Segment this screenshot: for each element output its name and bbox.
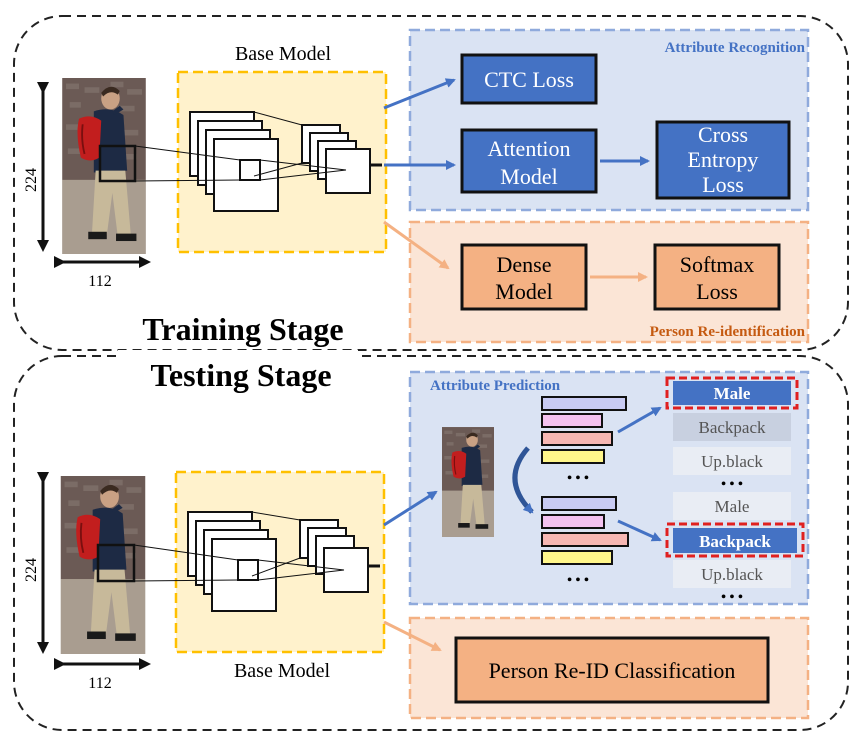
reid-panel-label: Person Re-identification: [650, 324, 806, 340]
arrow-to-reid-classification: [383, 620, 442, 652]
list2-upblack-label: Up.black: [701, 565, 763, 584]
attribute-bars-bottom: [541, 496, 629, 565]
list1-upblack-label: Up.black: [701, 452, 763, 471]
list2-backpack-box: [673, 528, 797, 553]
list1-backpack-box: [673, 413, 791, 441]
list2-backpack-highlight: [665, 522, 805, 558]
base-model-label: Base Model: [235, 43, 332, 65]
projection-lines-test: [133, 511, 345, 582]
ellipsis-bottom: • • •: [567, 573, 589, 588]
attribute-prediction-label: Attribute Prediction: [430, 378, 561, 394]
list1-upblack-box: [673, 447, 791, 475]
training-stage-label: Training Stage: [142, 311, 343, 347]
training-stage-frame: [13, 15, 849, 351]
receptive-field-box-test: [96, 543, 136, 583]
feature-maps-stack-test: [187, 511, 369, 612]
feature-maps-stack: [189, 111, 371, 212]
person-image-test: [59, 476, 147, 654]
list1-backpack-label: Backpack: [698, 418, 766, 437]
cross-entropy-line2: Entropy: [688, 147, 759, 172]
dense-model-box: [460, 243, 588, 311]
arrow-to-dense: [383, 220, 450, 270]
reid-classification-box: [454, 636, 770, 704]
height-label: 224: [23, 168, 40, 192]
softmax-loss-box: [653, 243, 781, 311]
arrow-to-prediction: [383, 490, 438, 527]
list2-upblack-box: [673, 560, 791, 588]
reid-classification-label: Person Re-ID Classification: [489, 658, 736, 683]
cross-entropy-line1: Cross: [698, 122, 748, 147]
list2-ellipsis: • • •: [721, 590, 743, 605]
list2-male-label: Male: [715, 497, 750, 516]
list2-male-box: [673, 492, 791, 520]
arrow-to-list1: [617, 406, 662, 434]
ctc-loss-label: CTC Loss: [484, 67, 574, 92]
cross-entropy-line3: Loss: [702, 172, 744, 197]
width-label: 112: [88, 273, 111, 290]
dense-model-line2: Model: [495, 279, 552, 304]
list2-backpack-label: Backpack: [699, 532, 771, 551]
testing-stage-frame: [13, 355, 849, 731]
receptive-field-box: [98, 144, 137, 183]
list1-male-highlight: [665, 376, 799, 410]
arrow-to-ctc: [383, 78, 456, 110]
list1-male-box: [673, 381, 791, 405]
attention-model-box: [460, 128, 598, 194]
ellipsis-top: • • •: [567, 471, 589, 486]
cross-entropy-loss-box: [655, 120, 791, 200]
person-image: [61, 78, 147, 254]
list1-ellipsis: • • •: [721, 477, 743, 492]
curved-arrow: [512, 446, 534, 514]
attention-model-line2: Model: [500, 164, 557, 189]
person-thumbnail: [442, 426, 494, 538]
dense-model-line1: Dense: [497, 252, 552, 277]
attribute-recognition-label: Attribute Recognition: [665, 40, 806, 56]
attention-model-line1: Attention: [487, 136, 570, 161]
projection-lines: [134, 111, 347, 182]
width-label-test: 112: [88, 675, 111, 692]
ctc-loss-box: [460, 53, 598, 105]
attribute-bars-top: [541, 396, 627, 464]
softmax-line2: Loss: [696, 279, 738, 304]
base-model-label-test: Base Model: [234, 660, 331, 682]
softmax-line1: Softmax: [680, 252, 755, 277]
height-label-test: 224: [23, 558, 40, 582]
arrow-to-list2: [617, 519, 662, 542]
testing-stage-label: Testing Stage: [150, 357, 331, 393]
list1-male-label: Male: [714, 384, 751, 403]
